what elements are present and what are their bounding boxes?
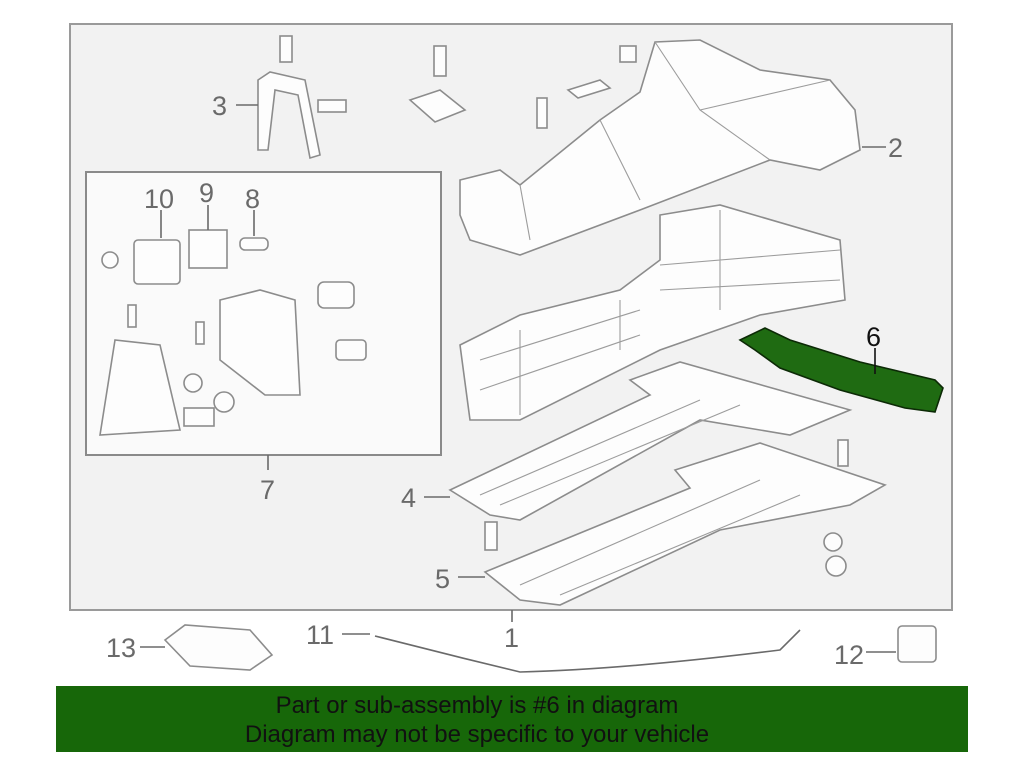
callout-12: 12 [834,640,864,670]
callout-8: 8 [245,184,260,214]
callout-arrows [140,104,896,653]
callout-6: 6 [866,322,881,352]
callout-3: 3 [212,91,227,121]
part-2-battery-cover[interactable] [459,39,861,256]
part-3-bracket[interactable] [257,71,321,160]
callout-2: 2 [888,133,903,163]
diagram-notice-banner: Part or sub-assembly is #6 in diagram Di… [56,686,968,752]
callout-5: 5 [435,564,450,594]
part-6-highlighted[interactable] [738,327,944,413]
callout-10: 10 [144,184,174,214]
part-11-cable[interactable] [374,629,801,673]
banner-line-2: Diagram may not be specific to your vehi… [244,721,710,748]
part-4-tray[interactable] [448,361,853,521]
callout-1: 1 [504,623,519,653]
part-12-module[interactable] [897,625,937,663]
part-13-module[interactable] [163,624,274,671]
part-5-lower-tray[interactable] [483,442,887,606]
callout-13: 13 [106,633,136,663]
callout-9: 9 [199,178,214,208]
fasteners [279,35,849,577]
callout-11: 11 [306,620,334,650]
callout-4: 4 [401,483,416,513]
battery-modules[interactable] [459,204,846,421]
banner-line-1: Part or sub-assembly is #6 in diagram [275,692,679,719]
callout-7: 7 [260,475,275,505]
subassembly-7-parts[interactable] [99,229,367,436]
